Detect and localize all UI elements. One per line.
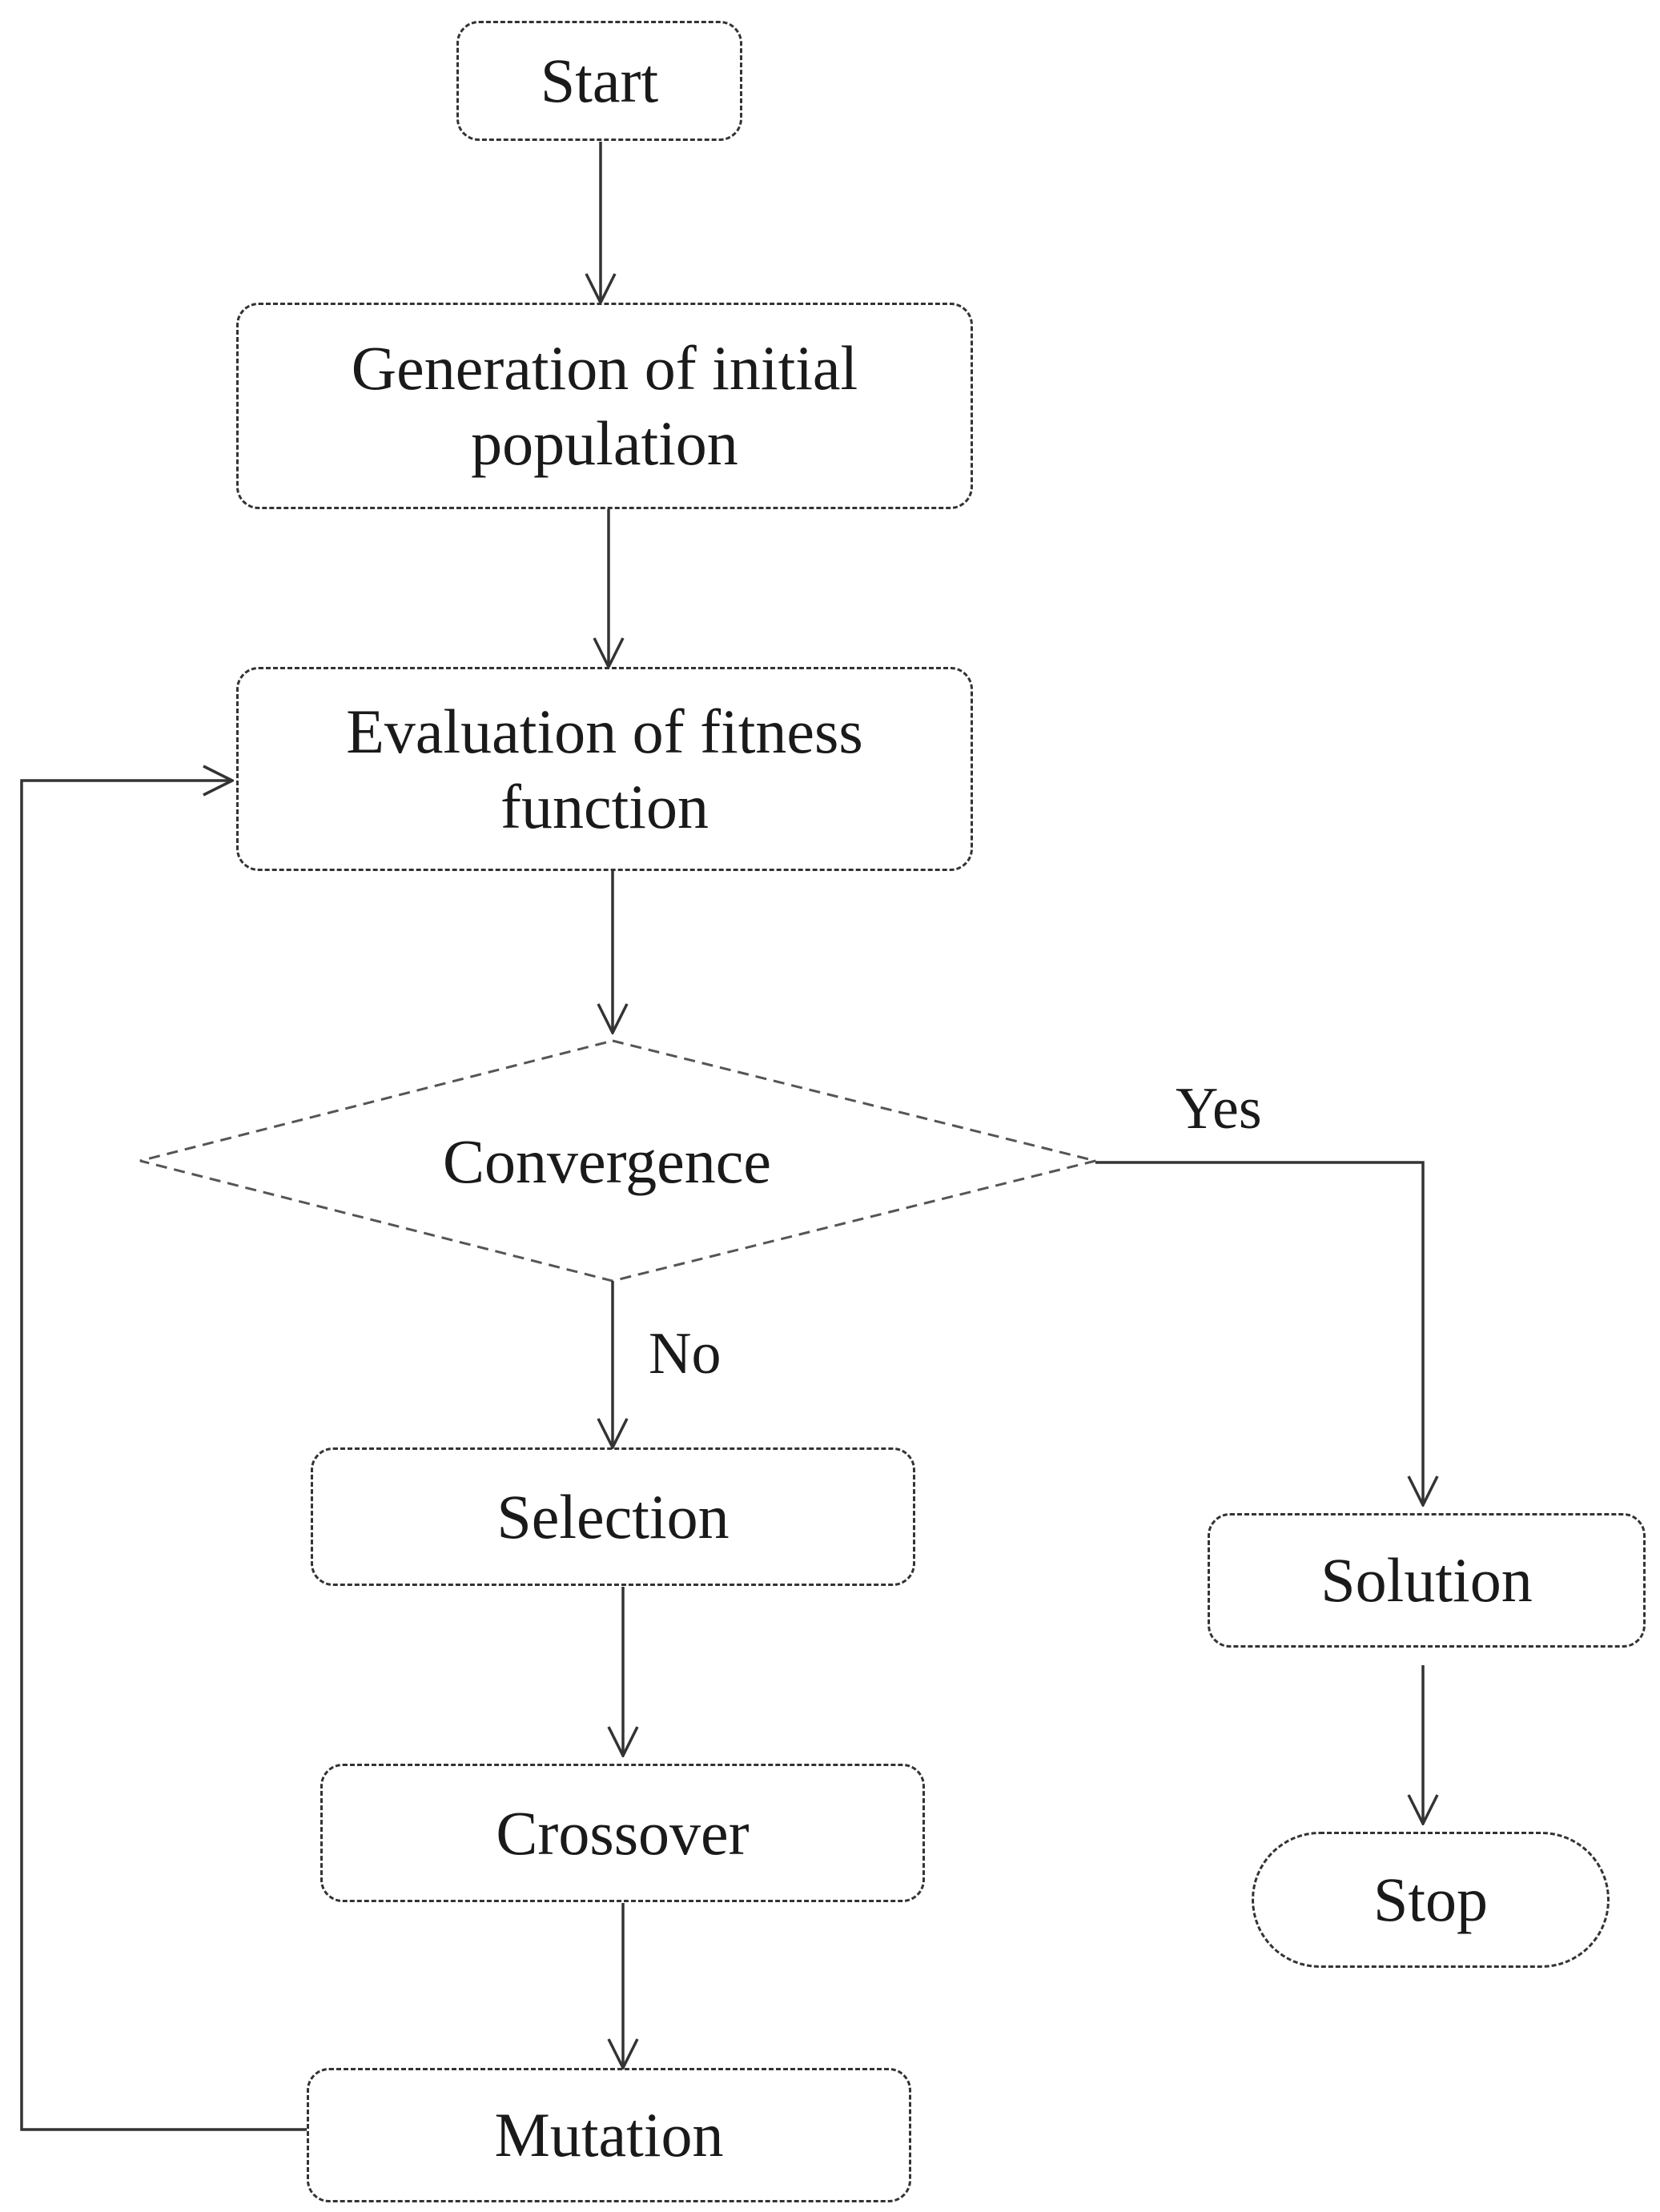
fitness-evaluation-label: Evaluation of fitness function: [346, 696, 863, 841]
edge-convergence-to-solution: [1095, 1161, 1423, 1505]
selection-node: Selection: [311, 1447, 915, 1586]
yes-label: Yes: [1176, 1076, 1262, 1142]
stop-label: Stop: [1373, 1865, 1489, 1935]
convergence-label: Convergence: [442, 1126, 772, 1196]
mutation-label: Mutation: [494, 2100, 724, 2170]
mutation-node: Mutation: [307, 2068, 911, 2202]
solution-node: Solution: [1208, 1513, 1646, 1648]
start-label: Start: [540, 46, 659, 116]
start-node: Start: [456, 21, 742, 141]
edge-mutation-to-evaluate: [20, 781, 307, 2131]
fitness-evaluation-node: Evaluation of fitness function: [236, 667, 973, 871]
initial-population-node: Generation of initial population: [236, 303, 973, 509]
initial-population-label: Generation of initial population: [351, 333, 858, 478]
selection-label: Selection: [496, 1481, 730, 1552]
stop-node: Stop: [1252, 1832, 1610, 1968]
crossover-label: Crossover: [496, 1797, 750, 1868]
no-label: No: [649, 1321, 721, 1387]
crossover-node: Crossover: [320, 1764, 925, 1902]
solution-label: Solution: [1320, 1545, 1533, 1616]
